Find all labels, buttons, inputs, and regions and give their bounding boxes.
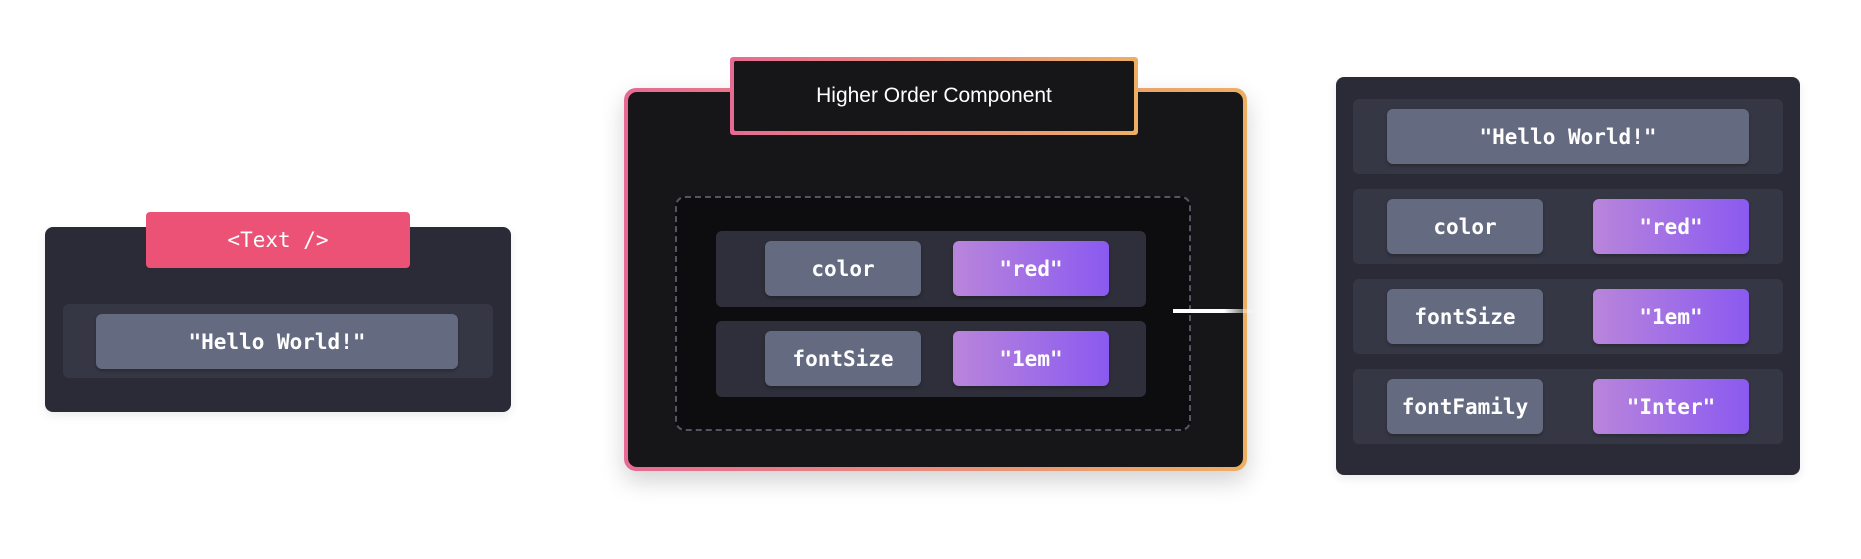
text-component-value: "Hello World!" [96, 314, 458, 369]
hoc-prop-key: fontSize [765, 331, 921, 386]
hoc-title: Higher Order Component [734, 61, 1134, 131]
hoc-title-frame: Higher Order Component [730, 57, 1138, 135]
output-prop-key: color [1387, 199, 1543, 254]
output-prop-value: "red" [1593, 199, 1749, 254]
output-prop-key: fontFamily [1387, 379, 1543, 434]
hoc-prop-value: "1em" [953, 331, 1109, 386]
text-component-tag: <Text /> [146, 212, 410, 268]
output-prop-value: "1em" [1593, 289, 1749, 344]
hoc-prop-key: color [765, 241, 921, 296]
output-arrow-line [1173, 309, 1258, 313]
output-prop-key: fontSize [1387, 289, 1543, 344]
hoc-prop-value: "red" [953, 241, 1109, 296]
output-prop-value: "Inter" [1593, 379, 1749, 434]
output-component-value: "Hello World!" [1387, 109, 1749, 164]
